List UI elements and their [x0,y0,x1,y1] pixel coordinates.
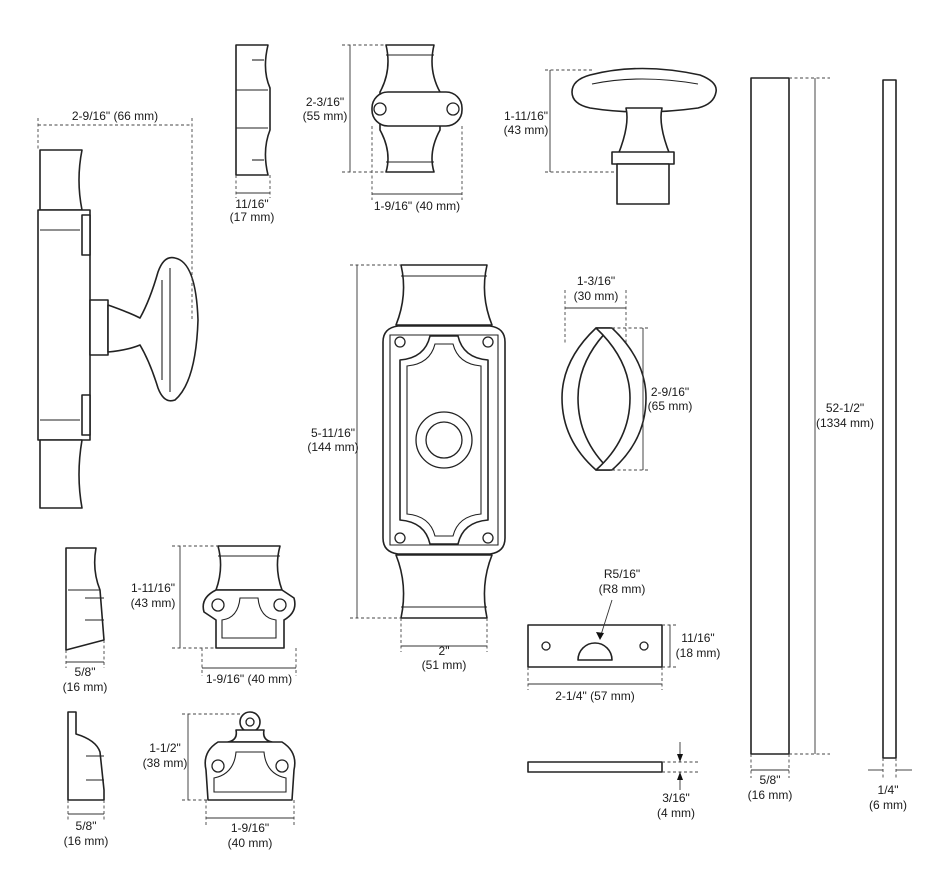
dim-label: 1/4" [878,783,899,797]
oval-handle [561,327,647,471]
long-rod-wide [750,77,790,755]
dim-label: (43 mm) [131,596,176,610]
dim-rod-narrow-width: 1/4" (6 mm) [868,758,912,812]
dim-label: 3/16" [662,791,690,805]
dim-strike-plate: R5/16" (R8 mm) 11/16" (18 mm) 2-1/4" (57… [527,567,721,703]
dim-label: 1-3/16" [577,274,615,288]
dim-label: (16 mm) [63,680,108,694]
dim-bottom-side-depth: 5/8" (16 mm) [64,800,109,848]
bottom-guide [204,711,296,801]
small-side-bracket [235,44,271,176]
dim-label: (6 mm) [869,798,907,812]
dim-label: R5/16" [604,567,640,581]
dim-label: (55 mm) [303,109,348,123]
bottom-side-bracket [67,711,105,801]
side-view-assembly [37,149,199,509]
dim-label: 1-9/16" (40 mm) [206,672,292,686]
mid-side-bracket [65,547,105,651]
dim-label: (16 mm) [748,788,793,802]
dim-label: 2" [439,644,450,658]
dim-rod-wide-width: 5/8" (16 mm) [748,754,793,802]
long-rod-narrow [882,79,897,759]
dim-mid-guide: 1-11/16" (43 mm) 1-9/16" (40 mm) [131,545,297,686]
dim-handle: 1-3/16" (30 mm) 2-9/16" (65 mm) [564,274,693,471]
top-guide [371,44,463,173]
dim-label: (30 mm) [574,289,619,303]
dim-label: 11/16" [235,197,268,211]
dim-label: 1-11/16" [131,581,175,595]
dim-label: 11/16" [681,631,714,645]
dim-spindle-knob-width: 2-9/16" (66 mm) [37,109,193,320]
mid-guide [202,545,296,649]
main-plate-assembly [382,264,506,619]
dim-top-guide: 2-3/16" (55 mm) 1-9/16" (40 mm) [303,44,463,213]
dim-label: 5/8" [75,665,96,679]
dim-label: 2-9/16" (66 mm) [72,109,158,123]
dim-label: 1-9/16" (40 mm) [374,199,460,213]
dim-label: 2-9/16" [651,385,689,399]
dim-label: (65 mm) [648,399,693,413]
dim-label: (R8 mm) [599,582,646,596]
dim-knob-height: 1-11/16" (43 mm) [504,69,616,173]
oval-knob [571,67,717,205]
dim-label: 5-11/16" [311,426,355,440]
dim-label: 2-3/16" [306,95,344,109]
dim-label: (17 mm) [230,210,275,224]
dim-label: (40 mm) [228,836,273,850]
dim-label: 5/8" [760,773,781,787]
dim-label: (38 mm) [143,756,188,770]
dim-label: 1-9/16" [231,821,269,835]
dim-label: (1334 mm) [816,416,874,430]
dim-mid-side-depth: 5/8" (16 mm) [63,640,108,694]
dim-rod-length: 52-1/2" (1334 mm) [789,77,874,755]
dim-main-plate: 5-11/16" (144 mm) 2" (51 mm) [307,264,488,672]
strike-plate-side [527,761,663,773]
dim-label: (43 mm) [504,123,549,137]
dim-label: 1-1/2" [149,741,181,755]
dim-label: (144 mm) [307,440,358,454]
dim-label: (18 mm) [676,646,721,660]
dim-label: 2-1/4" (57 mm) [555,689,635,703]
dim-strike-thickness: 3/16" (4 mm) [657,742,698,820]
dim-small-bracket-depth: 11/16" (17 mm) [230,175,275,224]
dim-bottom-guide: 1-1/2" (38 mm) 1-9/16" (40 mm) [143,713,295,850]
dim-label: 52-1/2" [826,401,864,415]
dim-label: (4 mm) [657,806,695,820]
dim-label: (16 mm) [64,834,109,848]
dim-label: 1-11/16" [504,109,548,123]
dim-label: (51 mm) [422,658,467,672]
dim-label: 5/8" [76,819,97,833]
strike-plate [527,624,663,668]
